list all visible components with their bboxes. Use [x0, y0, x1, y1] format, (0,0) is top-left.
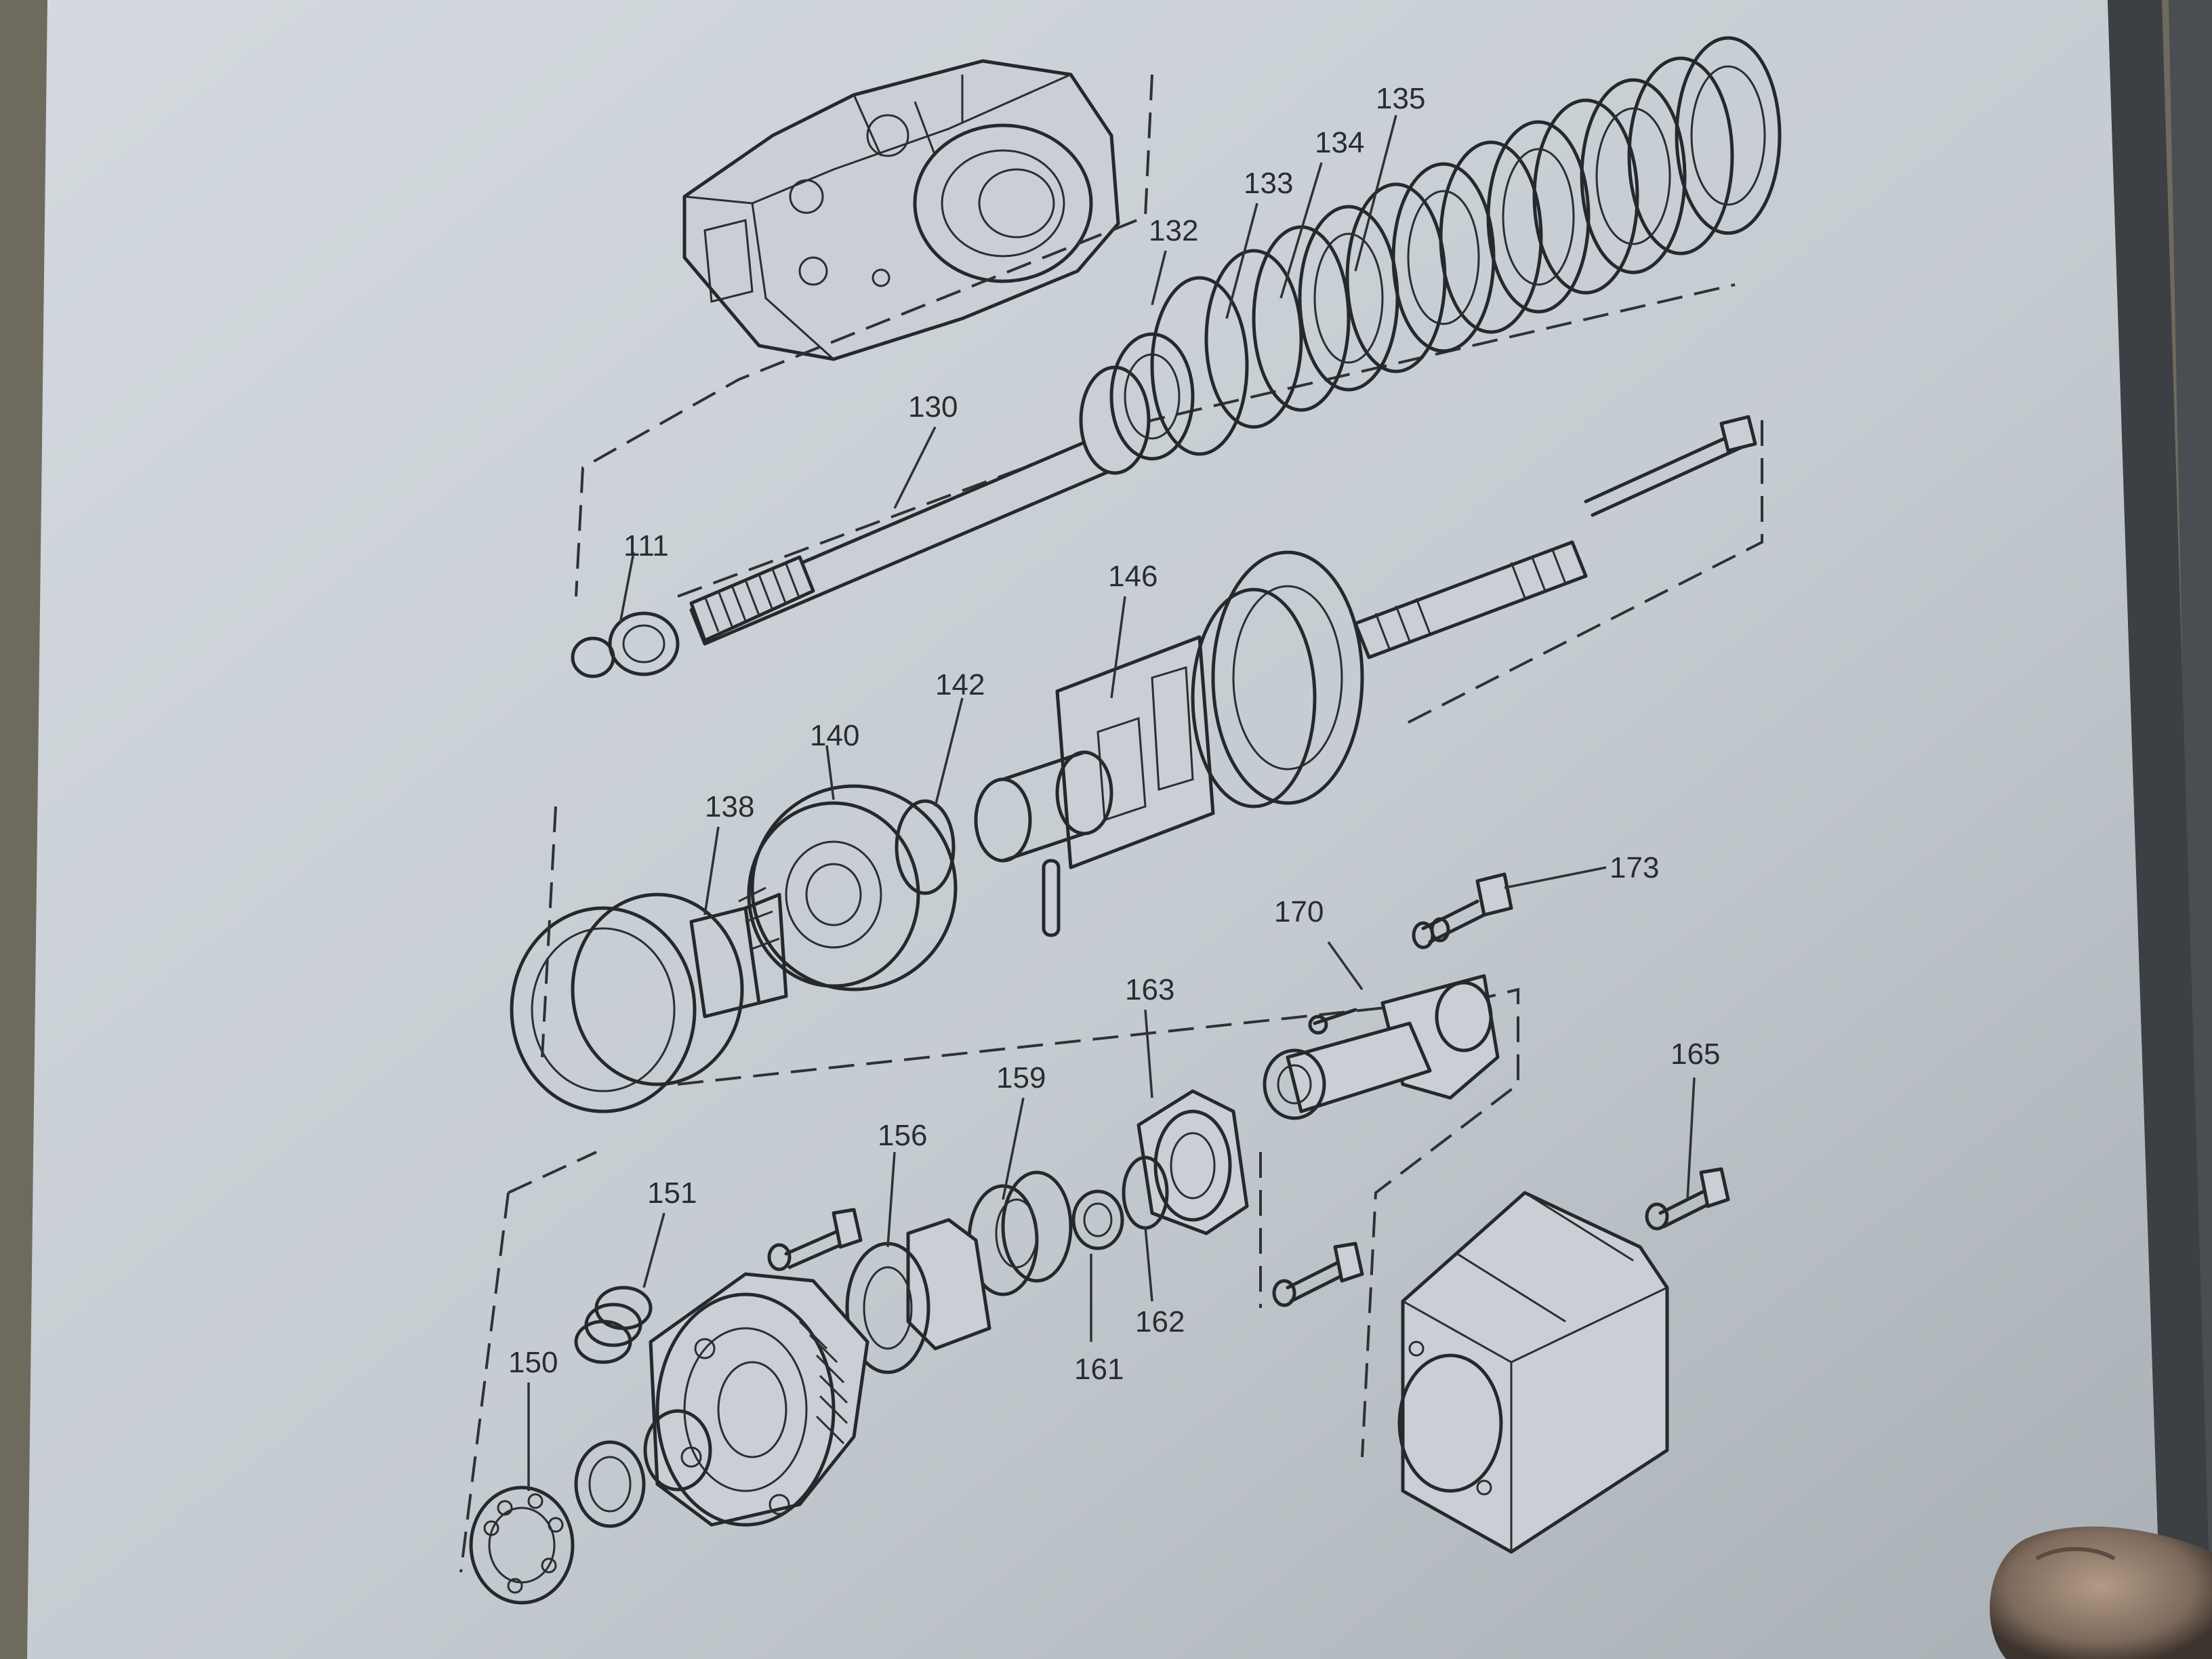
callout-161: 161 [1074, 1353, 1124, 1386]
callout-labels: 111 130 132 133 134 135 146 142 140 138 … [508, 82, 1720, 1386]
callout-130: 130 [908, 390, 958, 424]
output-shaft [1353, 415, 1757, 659]
bearing-159 [967, 1170, 1073, 1296]
gearbox-housing [682, 59, 1120, 361]
bearing-111 [571, 611, 680, 678]
callout-170: 170 [1274, 895, 1324, 928]
phantom-lines-top [575, 74, 1763, 726]
seal-ring [574, 1409, 712, 1528]
callout-150: 150 [508, 1346, 558, 1379]
callout-162: 162 [1135, 1305, 1185, 1338]
pump-housing [649, 1272, 869, 1527]
thumb [1990, 1526, 2212, 1659]
bolt-165 [1645, 1167, 1730, 1231]
page-shadow [2108, 0, 2212, 1659]
clutch-drum-146 [1055, 550, 1364, 869]
shaft-130 [689, 332, 1195, 646]
bolt-upper [767, 1208, 863, 1271]
callout-135: 135 [1376, 82, 1425, 115]
phantom-lines-middle [541, 806, 1519, 1458]
callout-132: 132 [1149, 214, 1198, 247]
callout-133: 133 [1244, 167, 1293, 200]
callout-111: 111 [623, 529, 669, 562]
bearing-156 [845, 1218, 991, 1374]
callout-173: 173 [1610, 851, 1659, 884]
callout-146: 146 [1108, 560, 1158, 593]
callout-165: 165 [1671, 1038, 1720, 1071]
callout-142: 142 [935, 668, 985, 701]
callout-138: 138 [705, 790, 754, 823]
leader-lines [527, 115, 1696, 1491]
phantom-lines-bottom [459, 1151, 1262, 1573]
piston-140 [747, 784, 958, 991]
callout-156: 156 [878, 1119, 927, 1152]
bearing-150 [469, 1486, 575, 1605]
bearing-161 [1071, 1189, 1124, 1250]
ring-142 [895, 799, 956, 895]
bolt-173 [1412, 872, 1513, 949]
housing-170 [1263, 974, 1500, 1120]
spring-151 [574, 1286, 653, 1364]
callout-151: 151 [647, 1176, 697, 1210]
callout-140: 140 [810, 719, 859, 752]
cover-housing [1397, 1191, 1669, 1554]
bolt-lower [1272, 1242, 1364, 1307]
callout-159: 159 [996, 1061, 1046, 1094]
callout-163: 163 [1125, 973, 1174, 1006]
sleeve [974, 750, 1113, 937]
callout-134: 134 [1315, 126, 1364, 159]
carrier-138 [510, 886, 788, 1113]
